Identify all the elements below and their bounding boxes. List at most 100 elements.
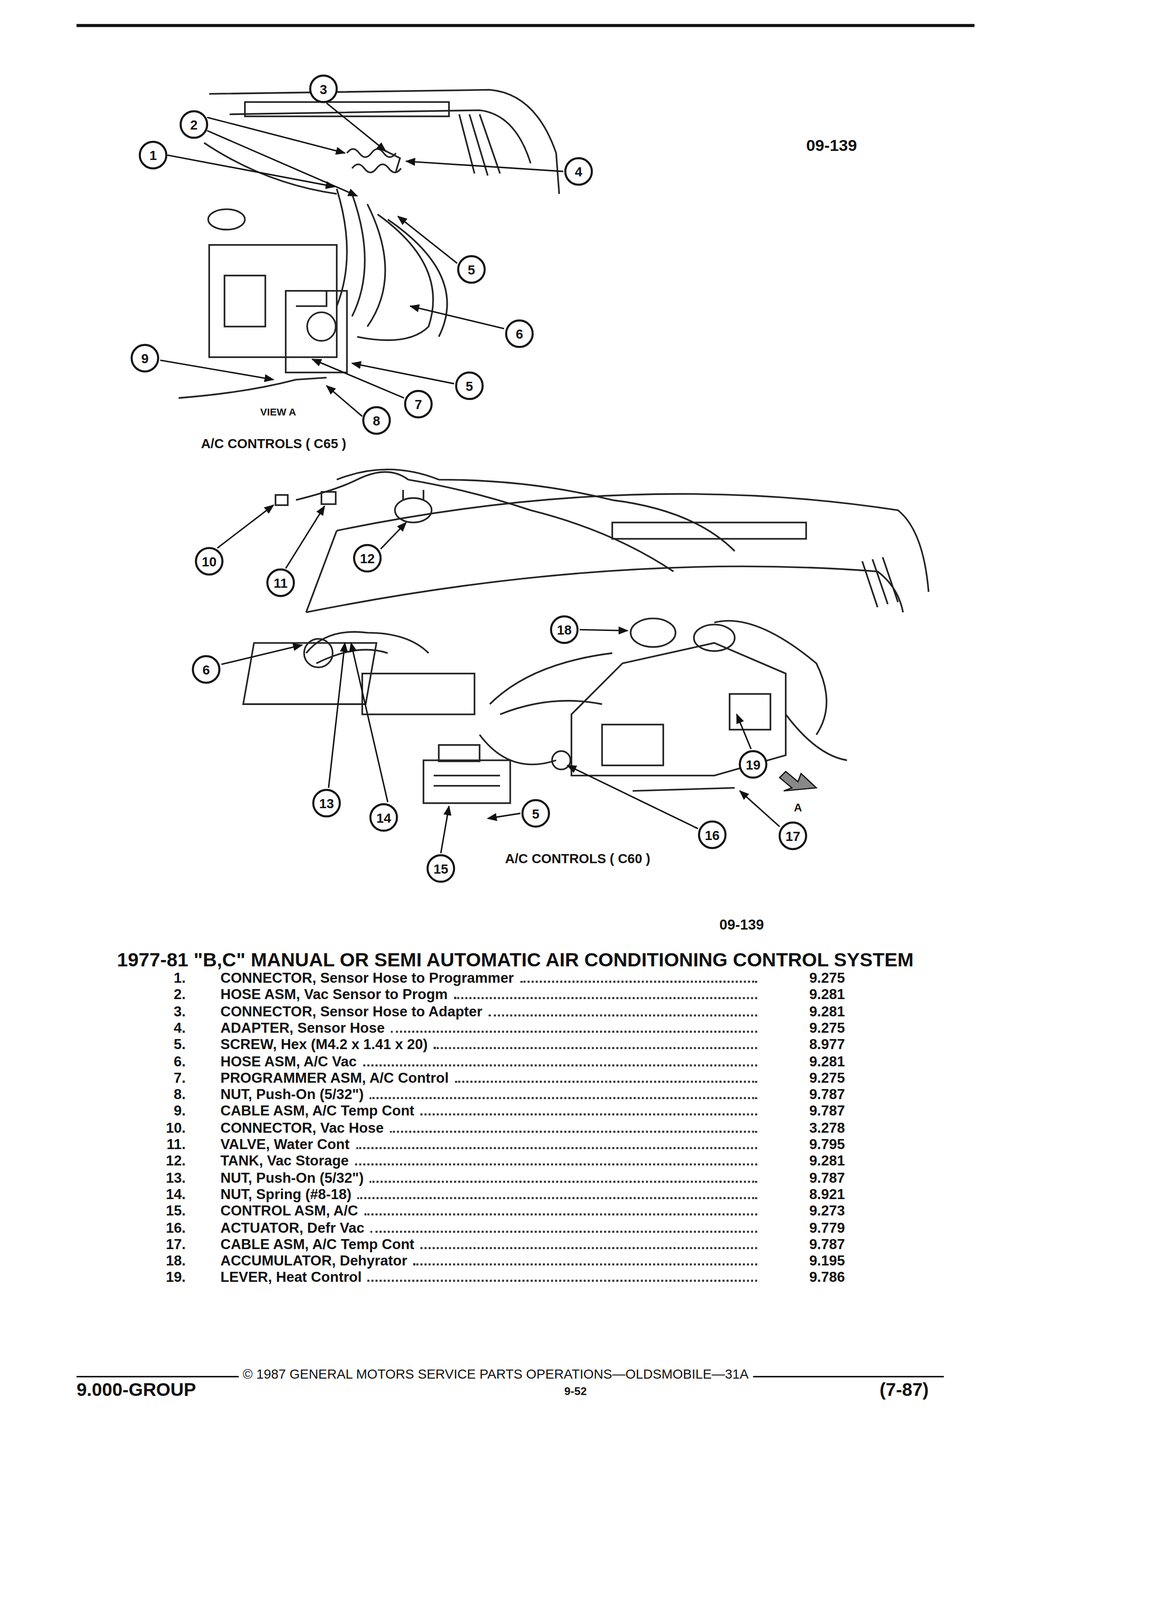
part-row: CABLE ASM, A/C Temp Cont	[220, 1235, 762, 1252]
part-name: NUT, Push-On (5/32")	[220, 1085, 364, 1103]
item-number: 10.	[122, 1119, 186, 1136]
revision-date: (7-87)	[879, 1379, 929, 1401]
dot-leader	[390, 1030, 758, 1033]
group-code: 9.787	[809, 1085, 845, 1103]
callout-number: 5	[454, 371, 484, 400]
item-number: 9.	[122, 1102, 186, 1120]
group-code: 9.779	[809, 1218, 845, 1236]
callout-number: 5	[521, 799, 550, 828]
item-number: 6.	[122, 1052, 186, 1070]
dot-leader	[355, 1147, 757, 1149]
figure-number: 09-139	[719, 916, 765, 933]
part-name: ADAPTER, Sensor Hose	[220, 1019, 385, 1036]
callout-number: 4	[564, 157, 594, 186]
part-name: CONNECTOR, Vac Hose	[220, 1119, 384, 1136]
part-name: CONNECTOR, Sensor Hose to Programmer	[220, 969, 515, 986]
group-code: 9.281	[809, 1052, 845, 1070]
group-code: 9.195	[809, 1252, 845, 1269]
part-name: PROGRAMMER ASM, A/C Control	[220, 1069, 449, 1086]
group-code: 9.281	[809, 985, 845, 1003]
part-row: ACTUATOR, Defr Vac	[220, 1218, 762, 1236]
page-number: 9-52	[564, 1384, 587, 1398]
dot-leader	[362, 1064, 758, 1066]
part-name: HOSE ASM, Vac Sensor to Progm	[220, 985, 448, 1003]
part-row: ADAPTER, Sensor Hose	[220, 1019, 762, 1036]
part-row: CONTROL ASM, A/C	[220, 1202, 762, 1219]
part-row: CABLE ASM, A/C Temp Cont	[220, 1102, 762, 1120]
part-row: HOSE ASM, Vac Sensor to Progm	[220, 985, 762, 1003]
item-number: 1.	[122, 969, 186, 986]
group-code: 9.275	[809, 969, 845, 986]
item-number: 12.	[122, 1152, 186, 1169]
item-number: 2.	[122, 985, 186, 1003]
part-name: CABLE ASM, A/C Temp Cont	[220, 1235, 415, 1252]
dot-leader	[354, 1163, 758, 1166]
callout-number: 15	[426, 854, 455, 883]
part-row: CONNECTOR, Sensor Hose to Adapter	[220, 1002, 762, 1020]
copyright-line: © 1987 GENERAL MOTORS SERVICE PARTS OPER…	[238, 1367, 753, 1383]
group-code: 9.795	[809, 1135, 845, 1153]
part-name: HOSE ASM, A/C Vac	[220, 1052, 357, 1070]
item-number: 7.	[122, 1069, 186, 1086]
callout-number: 18	[549, 615, 579, 645]
group-code: 9.786	[809, 1268, 845, 1286]
part-row: TANK, Vac Storage	[220, 1152, 762, 1169]
dot-leader	[488, 1014, 758, 1016]
item-number: 19.	[122, 1268, 186, 1286]
callout-number: 16	[698, 820, 727, 850]
part-name: SCREW, Hex (M4.2 x 1.41 x 20)	[220, 1035, 428, 1053]
part-row: CONNECTOR, Sensor Hose to Programmer	[220, 969, 762, 986]
dot-leader	[370, 1229, 758, 1232]
dot-leader	[369, 1180, 758, 1183]
part-row: NUT, Push-On (5/32")	[220, 1168, 762, 1186]
part-row: SCREW, Hex (M4.2 x 1.41 x 20)	[220, 1035, 762, 1053]
part-name: LEVER, Heat Control	[220, 1268, 362, 1286]
view-label: A/C CONTROLS ( C60 )	[504, 852, 650, 868]
item-number: 8.	[122, 1085, 186, 1103]
group-code: 9.281	[809, 1002, 845, 1020]
part-row: NUT, Push-On (5/32")	[220, 1085, 762, 1103]
part-name: ACTUATOR, Defr Vac	[220, 1218, 365, 1236]
callout-number: 19	[738, 749, 768, 779]
part-name: CONTROL ASM, A/C	[220, 1202, 359, 1219]
callout-number: 3	[309, 74, 338, 104]
group-code: 8.921	[809, 1185, 845, 1203]
item-number: 16.	[122, 1218, 186, 1236]
part-name: CABLE ASM, A/C Temp Cont	[220, 1102, 415, 1120]
part-row: HOSE ASM, A/C Vac	[220, 1052, 762, 1070]
item-number: 13.	[122, 1168, 186, 1186]
part-row: PROGRAMMER ASM, A/C Control	[220, 1069, 762, 1086]
dot-leader	[420, 1246, 758, 1249]
dot-leader	[433, 1047, 757, 1050]
callout-number: 6	[504, 319, 534, 349]
callout-number: 12	[353, 544, 382, 573]
part-name: CONNECTOR, Sensor Hose to Adapter	[220, 1002, 483, 1020]
callout-number: 9	[130, 344, 160, 373]
view-label: A	[794, 800, 803, 814]
part-row: ACCUMULATOR, Dehyrator	[220, 1252, 762, 1269]
dot-leader	[519, 980, 758, 983]
dot-leader	[413, 1263, 758, 1266]
group-code: 8.977	[809, 1035, 845, 1053]
part-row: NUT, Spring (#8-18)	[220, 1185, 762, 1203]
group-code: 9.273	[809, 1202, 845, 1219]
dot-leader	[420, 1113, 758, 1116]
part-row: LEVER, Heat Control	[220, 1268, 762, 1286]
dot-leader	[364, 1213, 758, 1216]
item-number: 17.	[122, 1235, 186, 1252]
part-name: NUT, Push-On (5/32")	[220, 1168, 364, 1186]
part-row: CONNECTOR, Vac Hose	[220, 1119, 762, 1136]
item-number: 14.	[122, 1185, 186, 1203]
view-label: VIEW A	[260, 406, 297, 419]
group-code: 9.787	[809, 1235, 845, 1252]
part-name: NUT, Spring (#8-18)	[220, 1185, 352, 1203]
callout-number: 2	[179, 109, 209, 139]
group-label: 9.000-GROUP	[76, 1379, 196, 1401]
group-code: 9.787	[809, 1102, 845, 1120]
item-number: 18.	[122, 1252, 186, 1269]
callout-number: 11	[266, 568, 295, 598]
callout-number: 13	[312, 788, 341, 818]
group-code: 9.275	[809, 1069, 845, 1086]
